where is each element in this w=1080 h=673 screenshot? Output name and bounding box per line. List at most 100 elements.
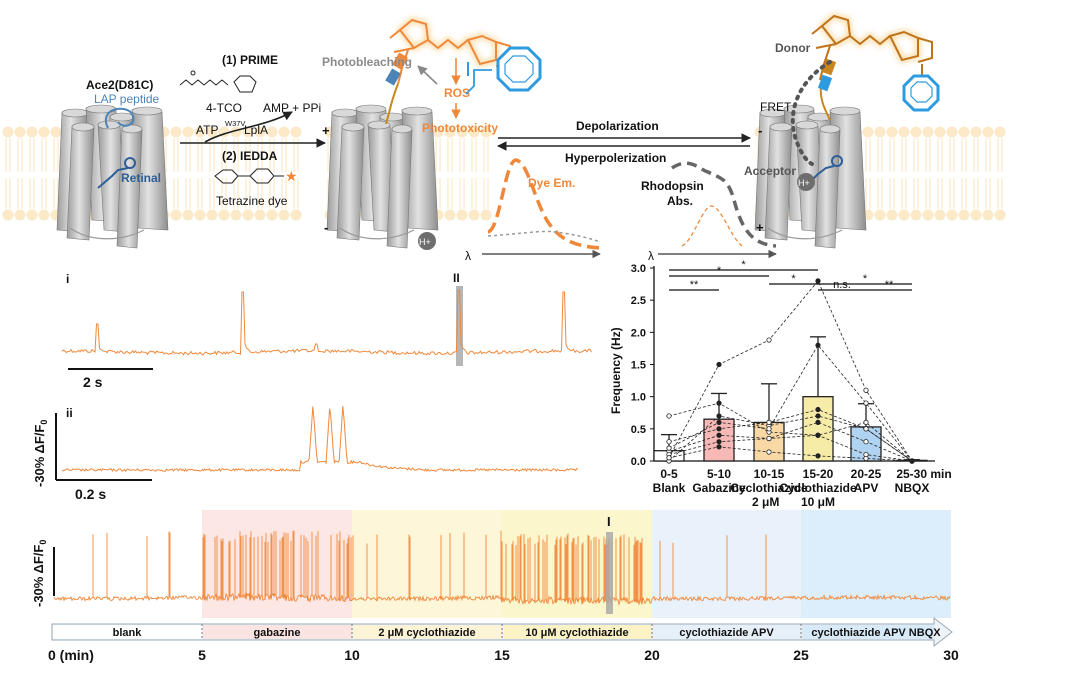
lipid-head — [456, 209, 468, 221]
significance-label: n.s. — [833, 279, 851, 291]
x-condition-label: Cyclothiazide — [779, 481, 857, 495]
timeline-segment — [353, 625, 502, 639]
x-condition-label: APV — [854, 481, 879, 495]
subject-point — [666, 455, 672, 461]
subject-point — [766, 419, 772, 425]
subject-line — [668, 446, 913, 462]
proton-sphere-mid — [418, 232, 436, 250]
subject-point — [863, 426, 869, 432]
lipid-tail — [865, 138, 871, 209]
lipid-head — [910, 209, 922, 221]
lipid-head — [254, 126, 266, 138]
timeline-tick-label: 0 (min) — [48, 647, 94, 663]
lap-peptide-loop — [104, 107, 135, 129]
lipid-tail — [281, 138, 287, 209]
lipid-head — [242, 126, 254, 138]
loop — [767, 227, 843, 240]
subject-point — [863, 387, 869, 393]
helix-top — [367, 120, 391, 130]
timeline-segment — [503, 625, 652, 639]
lipid-head — [230, 209, 242, 221]
lipid-head — [994, 209, 1006, 221]
lipid-head — [266, 126, 278, 138]
lipid-tail — [185, 138, 191, 209]
lipid-head — [254, 209, 266, 221]
lipid-head — [206, 126, 218, 138]
proton-sphere-right — [797, 173, 815, 191]
subject-point — [815, 406, 821, 413]
subject-point — [863, 451, 869, 458]
timeline-segment — [203, 625, 352, 639]
lipid-head — [432, 126, 444, 138]
subject-line — [668, 344, 913, 462]
timeline-tick-label: 30 — [943, 647, 959, 663]
cot-ring-mid — [496, 46, 542, 92]
lipid-head — [468, 126, 480, 138]
lipid-head — [982, 209, 994, 221]
photobleaching-arrow — [417, 65, 438, 85]
subject-point — [815, 419, 821, 425]
lipid-head — [2, 209, 14, 221]
significance-label: * — [717, 265, 722, 277]
subject-point — [716, 419, 722, 425]
lipid-head — [444, 209, 456, 221]
panel-i-label: i — [66, 272, 69, 286]
lipid-tail — [173, 138, 179, 209]
helix-top — [121, 124, 143, 134]
lipid-head — [444, 126, 456, 138]
y-tick-label: 2.5 — [631, 295, 646, 307]
donor-label: Donor — [775, 41, 811, 55]
timeline-segment-label: cyclothiazide APV — [679, 627, 774, 639]
y-tick-label: 1.5 — [631, 360, 646, 372]
fret-label: FRET — [760, 100, 792, 114]
trace-ii-line — [61, 406, 578, 473]
subject-point — [666, 439, 672, 445]
helix-cylinder — [336, 125, 365, 241]
timeline-segment-label: 10 μM cyclothiazide — [525, 627, 628, 639]
tco-label: 4-TCO — [206, 101, 242, 115]
marker-II-label: II — [453, 271, 460, 285]
condition-band — [52, 510, 202, 618]
lipid-head — [242, 209, 254, 221]
condition-band — [352, 510, 502, 618]
lap-peptide-label: LAP peptide — [94, 92, 159, 106]
trace-panel-i: i II 2 s — [61, 271, 592, 390]
lipid-head — [194, 126, 206, 138]
scale-time-i-label: 2 s — [83, 374, 103, 390]
lipid-tail — [997, 138, 1003, 209]
lipid-tail — [877, 138, 883, 209]
x-condition-dose: 10 μM — [801, 495, 835, 509]
lipid-tail — [925, 138, 931, 209]
lipid-head — [290, 209, 302, 221]
lipid-tail — [53, 138, 59, 209]
loop — [339, 227, 415, 240]
lipid-head — [874, 126, 886, 138]
linker-mid — [385, 83, 399, 125]
y-tick-label: 3.0 — [631, 263, 646, 275]
subject-line — [668, 434, 913, 462]
lipid-head — [886, 209, 898, 221]
lipid-head — [218, 209, 230, 221]
lipid-tail — [961, 138, 967, 209]
tag-block-orange-mid — [392, 52, 408, 70]
x-axis-labels: 0-5Blank5-10Gabazine10-15Cyclothiazide15… — [653, 467, 952, 509]
lipid-head — [910, 126, 922, 138]
lipid-tail — [435, 138, 441, 209]
subject-point — [716, 444, 722, 450]
lipid-tail — [985, 138, 991, 209]
significance-label: * — [863, 273, 868, 285]
timeline-segment-label: gabazine — [253, 627, 300, 639]
lipid-tail — [197, 138, 203, 209]
loop — [69, 227, 145, 240]
y-tick-label: 1.0 — [631, 392, 646, 404]
lipid-tail — [233, 138, 239, 209]
lipid-tail — [913, 138, 919, 209]
depolarization-label: Depolarization — [576, 119, 659, 133]
helix-top — [819, 124, 841, 134]
timeline-segment-label: cyclothiazide APV NBQX — [811, 627, 941, 639]
subject-point — [863, 439, 869, 445]
x-category-label: 25-30 min — [896, 467, 951, 481]
lipid-tail — [269, 138, 275, 209]
lipid-tail — [901, 138, 907, 209]
